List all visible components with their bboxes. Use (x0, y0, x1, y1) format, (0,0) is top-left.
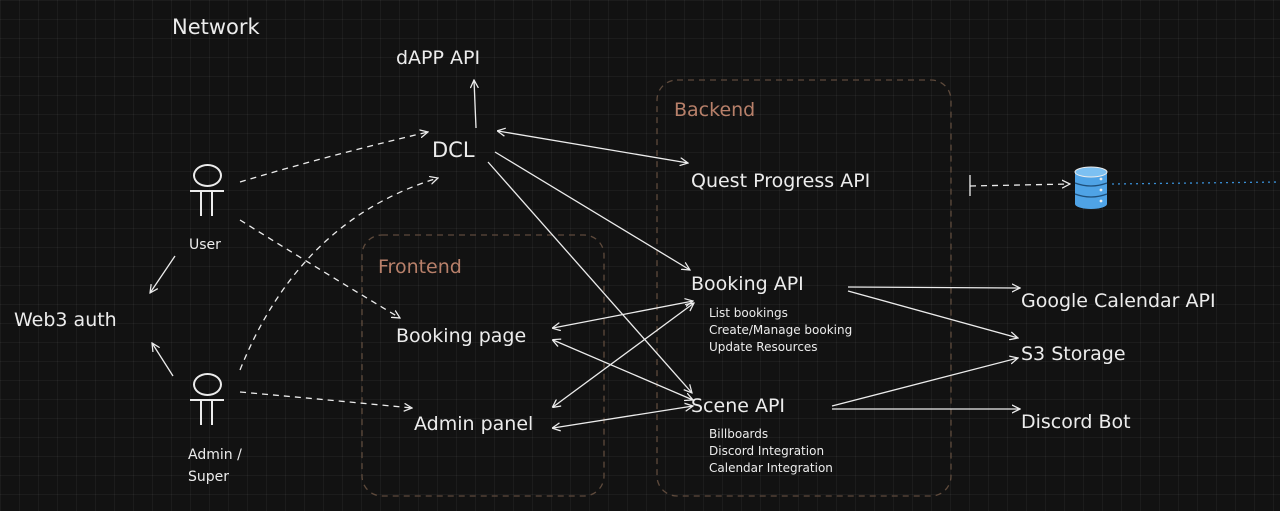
scene-api-feature: Billboards (709, 427, 769, 441)
booking-api-features: List bookings Create/Manage booking Upda… (709, 305, 852, 356)
scene-api-node: Scene API (691, 395, 786, 417)
scene-api-feature: Calendar Integration (709, 461, 833, 475)
arrow-admin-to-dcl (239, 178, 438, 371)
dapp-api-node: dAPP API (396, 47, 481, 69)
arrow-dcl-to-booking-api (494, 151, 690, 270)
user-person-icon (188, 164, 226, 220)
admin-panel-node: Admin panel (414, 413, 534, 435)
database-dotted-link (1111, 181, 1280, 185)
arrow-booking-page-scene-api (553, 340, 693, 400)
database-icon (1072, 165, 1110, 211)
arrow-admin-panel-scene-api (553, 406, 693, 428)
arrow-dcl-to-dapp-api (474, 80, 476, 129)
web3-auth-node: Web3 auth (14, 309, 117, 331)
arrow-booking-api-to-google-calendar (847, 287, 1020, 288)
arrow-admin-to-web3-auth (152, 343, 174, 377)
arrow-scene-api-to-s3 (831, 358, 1018, 407)
arrow-user-to-dcl (239, 132, 428, 183)
dcl-node: DCL (432, 138, 475, 162)
arrow-user-to-web3-auth (150, 255, 176, 293)
arrow-user-to-booking-page (239, 219, 400, 318)
arrow-booking-api-to-s3 (847, 290, 1018, 338)
google-calendar-api-node: Google Calendar API (1021, 290, 1216, 312)
scene-api-feature: Discord Integration (709, 444, 825, 458)
admin-person-icon (188, 373, 226, 429)
admin-label: Admin / Super (188, 444, 242, 488)
booking-api-node: Booking API (691, 273, 804, 295)
scene-api-features: Billboards Discord Integration Calendar … (709, 426, 833, 477)
arrow-booking-page-booking-api (553, 301, 693, 328)
frontend-group-label: Frontend (378, 256, 462, 278)
backend-group-label: Backend (674, 99, 756, 121)
arrow-dcl-to-scene-api (487, 161, 692, 393)
booking-api-feature: Update Resources (709, 340, 818, 354)
arrow-admin-to-admin-panel (239, 391, 412, 408)
booking-page-node: Booking page (396, 325, 527, 347)
discord-bot-node: Discord Bot (1021, 411, 1131, 433)
s3-storage-node: S3 Storage (1021, 343, 1126, 365)
arrow-quest-progress-to-database (969, 184, 1070, 186)
user-label: User (189, 237, 221, 253)
booking-api-feature: Create/Manage booking (709, 323, 853, 337)
admin-label-line-1: Admin / (188, 447, 242, 463)
quest-progress-api-node: Quest Progress API (691, 170, 871, 192)
arrow-dcl-quest-progress (498, 131, 688, 163)
booking-api-feature: List bookings (709, 306, 788, 320)
admin-label-line-2: Super (188, 469, 230, 485)
diagram-title: Network (172, 15, 260, 39)
